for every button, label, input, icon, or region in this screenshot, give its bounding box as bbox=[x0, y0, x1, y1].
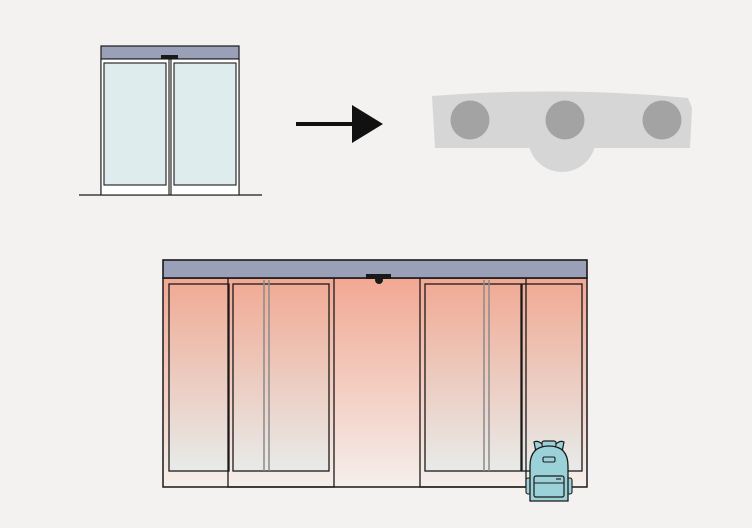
open-sliding-door-icon bbox=[162, 259, 588, 488]
sensor-eye-left bbox=[450, 100, 490, 140]
sliding-leaf-left bbox=[227, 277, 335, 488]
fixed-panel-left bbox=[168, 283, 230, 472]
sensor-eye-right bbox=[642, 100, 682, 140]
door-leaf-left bbox=[100, 58, 170, 196]
door-sensor-unit bbox=[161, 55, 178, 59]
sliding-leaf-right bbox=[419, 277, 527, 488]
door-leaf-right bbox=[170, 58, 240, 196]
motion-sensor-icon bbox=[432, 91, 692, 172]
right-arrow-icon bbox=[296, 105, 383, 143]
closed-sliding-door-icon bbox=[79, 45, 262, 196]
door-sensor-unit bbox=[366, 274, 391, 284]
backpack-icon bbox=[525, 440, 573, 502]
sensor-eye-center bbox=[545, 100, 585, 140]
